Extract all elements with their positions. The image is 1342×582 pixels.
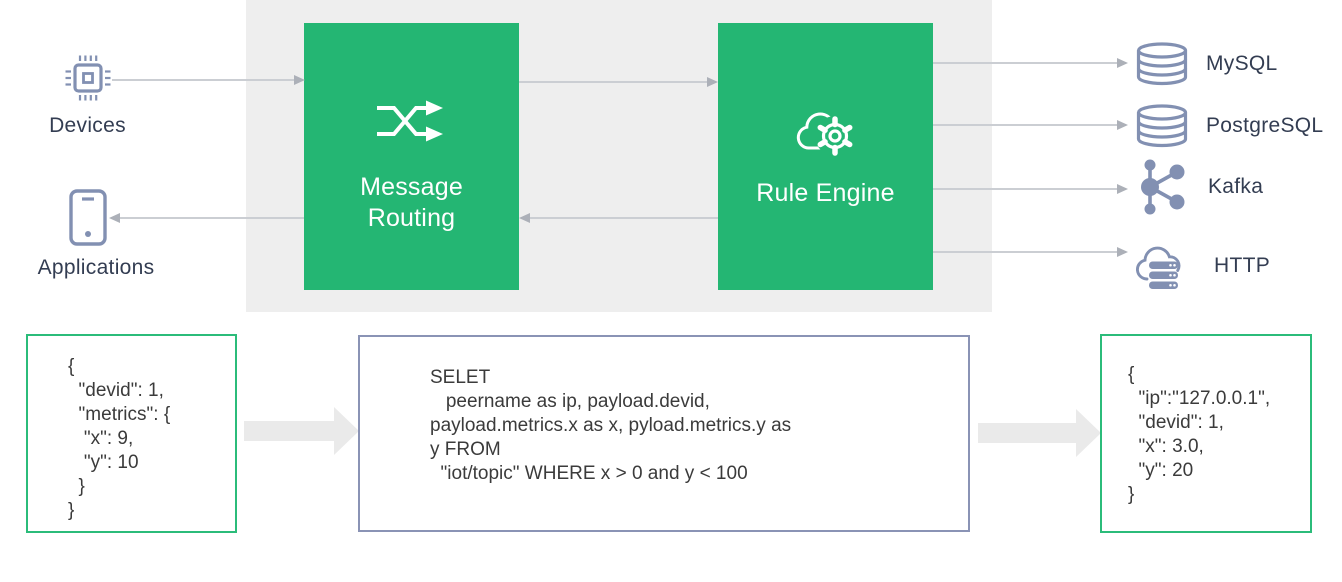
arrow-to-kafka [933, 183, 1128, 194]
kafka-label: Kafka [1208, 175, 1264, 198]
shuffle-icon [373, 96, 451, 146]
applications-label: Applications [37, 256, 155, 279]
message-routing-box: Message Routing [304, 23, 519, 290]
arrowhead-icon [294, 74, 305, 85]
rule-engine-box: Rule Engine [718, 23, 933, 290]
arrow-to-mysql [933, 57, 1128, 68]
arrowhead-icon [1117, 183, 1128, 194]
database-icon [1135, 104, 1189, 148]
output-row-postgresql: PostgreSQL [1135, 104, 1323, 148]
output-row-kafka: Kafka [1135, 158, 1263, 216]
arrow-rule-engine-to-routing [519, 212, 718, 223]
big-arrow-input-to-sql [244, 407, 360, 455]
devices-label: Devices [49, 114, 126, 137]
arrowhead-icon [1117, 57, 1128, 68]
arrow-to-postgresql [933, 119, 1128, 130]
output-row-http: HTTP [1135, 240, 1270, 292]
postgresql-label: PostgreSQL [1206, 114, 1324, 137]
big-arrow-sql-to-output [978, 409, 1101, 457]
rule-sql-panel: SELET peername as ip, payload.devid, pay… [358, 335, 970, 532]
message-routing-label: Message Routing [360, 172, 463, 232]
input-json-code: { "devid": 1, "metrics": { "x": 9, "y": … [68, 356, 171, 521]
rule-sql-code: SELET peername as ip, payload.devid, pay… [430, 367, 792, 484]
arrow-routing-to-rule-engine [519, 76, 718, 87]
arrowhead-icon [519, 212, 530, 223]
arrowhead-icon [1117, 119, 1128, 130]
rule-engine-label: Rule Engine [756, 179, 895, 207]
arrow-to-http [933, 246, 1128, 257]
phone-icon [69, 189, 107, 246]
input-message-panel: { "devid": 1, "metrics": { "x": 9, "y": … [26, 334, 237, 533]
output-row-mysql: MySQL [1135, 42, 1278, 86]
arrowhead-icon [707, 76, 718, 87]
mysql-label: MySQL [1206, 52, 1278, 75]
output-json-code: { "ip":"127.0.0.1", "devid": 1, "x": 3.0… [1128, 364, 1271, 505]
cloud-gear-icon [793, 104, 859, 158]
chip-icon [64, 54, 112, 102]
arrowhead-icon [1117, 246, 1128, 257]
database-icon [1135, 42, 1189, 86]
http-label: HTTP [1214, 254, 1271, 277]
cloud-server-icon [1135, 241, 1197, 291]
output-message-panel: { "ip":"127.0.0.1", "devid": 1, "x": 3.0… [1100, 334, 1312, 533]
arrow-devices-to-routing [112, 74, 305, 85]
arrowhead-icon [109, 212, 120, 223]
kafka-share-icon [1135, 158, 1191, 216]
arrow-routing-to-applications [109, 212, 304, 223]
